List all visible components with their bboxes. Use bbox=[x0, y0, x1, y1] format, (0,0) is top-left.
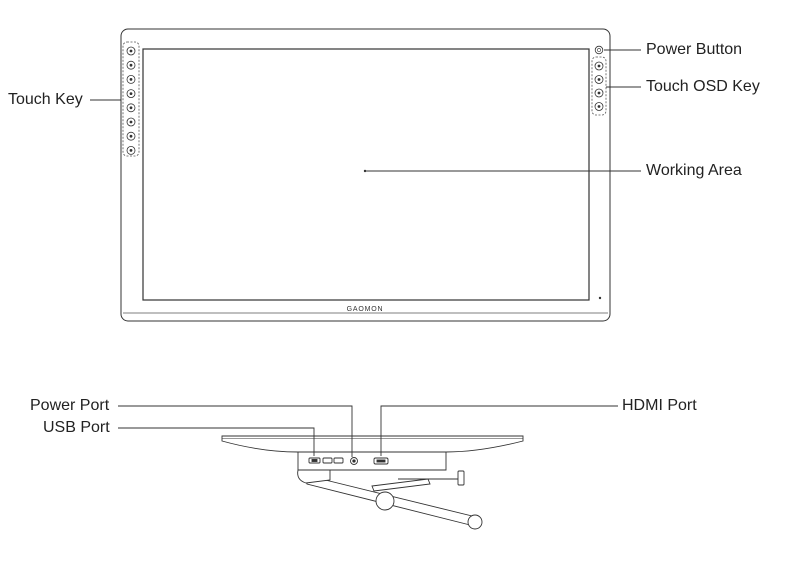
stand-hinge bbox=[375, 491, 395, 511]
power-button-icon bbox=[594, 45, 604, 55]
tablet-body-side bbox=[221, 435, 524, 453]
power-port-pin bbox=[352, 459, 356, 463]
hdmi-port-slot bbox=[376, 459, 386, 463]
stand-rail-end bbox=[457, 470, 465, 486]
working-area-screen bbox=[142, 48, 590, 301]
front-callout-lines bbox=[90, 49, 641, 172]
touch-key-icon-5 bbox=[126, 103, 136, 113]
hdmi-port-leader bbox=[380, 405, 618, 456]
touch-key-icon-2 bbox=[126, 60, 136, 70]
touch-key-icon-7 bbox=[126, 131, 136, 141]
front-view: GAOMON bbox=[120, 28, 611, 322]
stand-bracket bbox=[297, 469, 331, 484]
touch-key-icon-8 bbox=[126, 145, 136, 155]
usb-port-leader bbox=[118, 427, 315, 456]
stand-support bbox=[371, 478, 431, 492]
touch-key-icon-1 bbox=[126, 46, 136, 56]
power-port-label: Power Port bbox=[30, 397, 110, 414]
osd-key-icon-4 bbox=[594, 102, 604, 111]
stand-foot bbox=[467, 514, 483, 530]
side-callout-lines bbox=[118, 405, 618, 457]
power-button-label: Power Button bbox=[646, 41, 743, 58]
touch-key-column bbox=[126, 46, 136, 155]
usb-port-slot bbox=[311, 459, 318, 462]
working-area-point bbox=[363, 169, 367, 173]
hdmi-port-label: HDMI Port bbox=[622, 397, 697, 414]
status-led bbox=[598, 296, 602, 300]
osd-key-group bbox=[591, 56, 607, 116]
touch-key-label: Touch Key bbox=[8, 91, 83, 108]
osd-key-icon-2 bbox=[594, 75, 604, 84]
usb-port-3 bbox=[333, 457, 344, 464]
osd-key-icon-3 bbox=[594, 88, 604, 98]
osd-key-column bbox=[594, 61, 604, 111]
usb-port-2 bbox=[322, 457, 333, 464]
brand-logo: GAOMON bbox=[347, 306, 384, 313]
touch-key-group bbox=[122, 41, 140, 157]
usb-port-label: USB Port bbox=[43, 419, 110, 436]
power-port-leader bbox=[118, 405, 353, 457]
touch-osd-key-label: Touch OSD Key bbox=[646, 78, 760, 95]
osd-key-icon-1 bbox=[594, 61, 604, 71]
side-view bbox=[221, 435, 524, 530]
touch-key-icon-4 bbox=[126, 89, 136, 98]
touch-key-icon-6 bbox=[126, 117, 136, 127]
working-area-label: Working Area bbox=[646, 162, 742, 179]
touch-key-icon-3 bbox=[126, 75, 136, 84]
